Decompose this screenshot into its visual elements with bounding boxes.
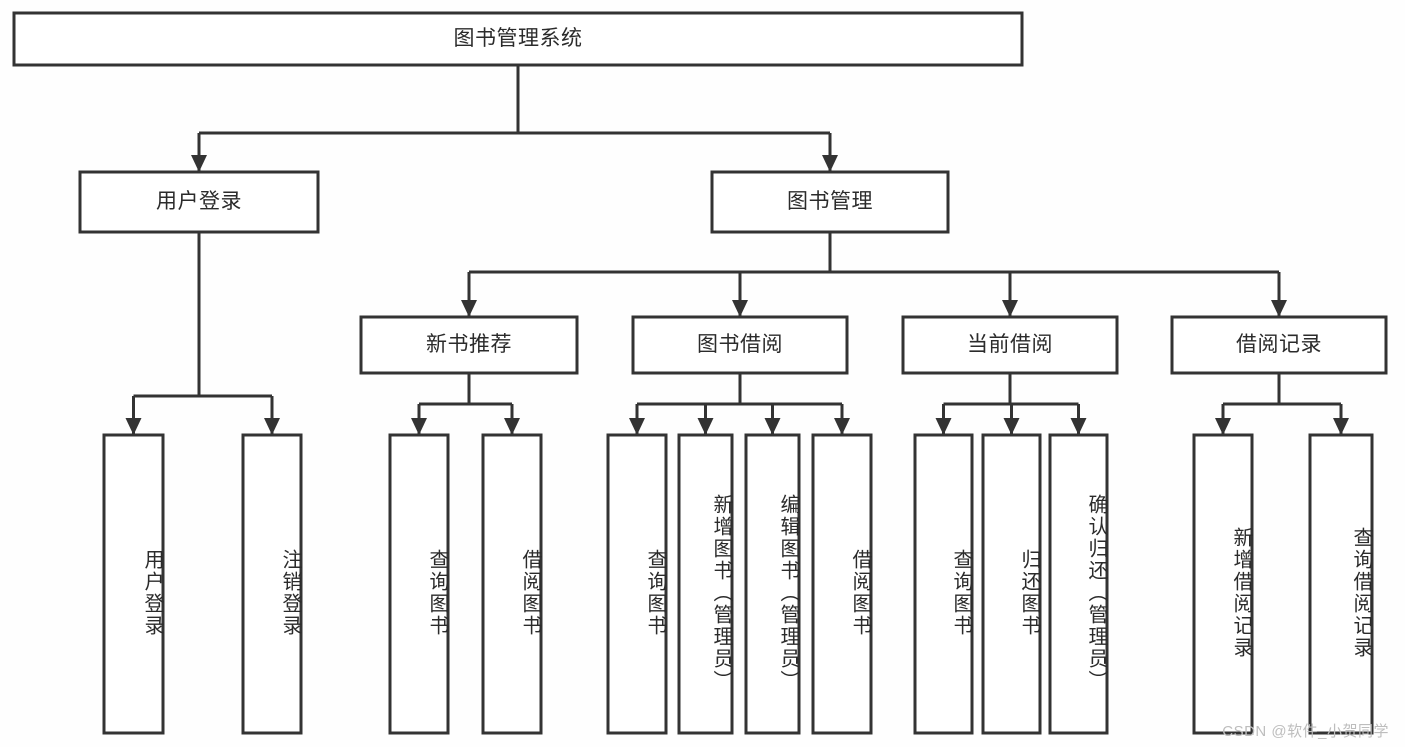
arrow-head-icon [629,418,645,435]
node-box-leaf-confirm-return[interactable] [1048,433,1109,735]
arrow-head-icon [1070,418,1087,435]
node-box-root[interactable] [12,11,1024,67]
node-leaf-confirm-return[interactable] [1050,435,1107,733]
node-leaf-return-book[interactable] [983,435,1040,733]
node-box-borrow-record[interactable] [1170,315,1388,375]
arrow-head-icon [764,418,781,435]
node-user-login[interactable] [80,172,318,232]
node-root[interactable] [14,13,1022,65]
node-box-leaf-query-book-rec[interactable] [388,433,450,735]
arrow-head-icon [1215,418,1231,435]
node-leaf-user-login[interactable] [104,435,163,733]
arrow-head-icon [697,418,714,435]
arrow-head-icon [461,300,477,317]
node-box-leaf-query-book-borrow[interactable] [606,433,668,735]
arrow-head-icon [1271,300,1287,317]
arrow-head-icon [732,300,748,317]
node-new-book-rec[interactable] [361,317,577,373]
node-box-leaf-borrow-book-rec[interactable] [481,433,543,735]
node-leaf-borrow-book-rec[interactable] [483,435,541,733]
arrow-head-icon [191,155,207,172]
arrow-head-icon [264,418,280,435]
node-leaf-user-logout[interactable] [243,435,301,733]
arrow-head-icon [935,418,952,435]
arrow-head-icon [125,418,142,435]
node-box-leaf-add-record[interactable] [1192,433,1254,735]
node-box-leaf-query-record[interactable] [1308,433,1374,735]
node-box-book-manage[interactable] [710,170,950,234]
node-box-leaf-user-login[interactable] [102,433,165,735]
arrow-head-icon [411,418,427,435]
node-leaf-query-record[interactable] [1310,435,1372,733]
node-book-manage[interactable] [712,172,948,232]
node-box-leaf-borrow-book[interactable] [811,433,873,735]
node-box-new-book-rec[interactable] [359,315,579,375]
arrow-head-icon [834,418,850,435]
node-current-borrow[interactable] [903,317,1117,373]
node-box-leaf-return-book[interactable] [981,433,1042,735]
node-box-user-login[interactable] [78,170,320,234]
node-borrow-record[interactable] [1172,317,1386,373]
node-leaf-borrow-book[interactable] [813,435,871,733]
arrow-head-icon [504,418,520,435]
node-leaf-edit-book[interactable] [746,435,799,733]
watermark: CSDN @软件_小贺同学 [1222,723,1389,740]
node-book-borrow[interactable] [633,317,847,373]
node-box-book-borrow[interactable] [631,315,849,375]
node-leaf-query-book-borrow[interactable] [608,435,666,733]
node-box-current-borrow[interactable] [901,315,1119,375]
node-leaf-query-book-rec[interactable] [390,435,448,733]
node-leaf-add-book[interactable] [679,435,732,733]
boxes-layer [12,11,1388,735]
node-box-leaf-user-logout[interactable] [241,433,303,735]
node-box-leaf-query-book-cur[interactable] [913,433,974,735]
arrow-head-icon [1333,418,1349,435]
node-box-leaf-edit-book[interactable] [744,433,801,735]
node-leaf-query-book-cur[interactable] [915,435,972,733]
connectors-layer [125,65,1349,435]
node-box-leaf-add-book[interactable] [677,433,734,735]
arrow-head-icon [822,155,838,172]
arrow-head-icon [1003,418,1020,435]
node-leaf-add-record[interactable] [1194,435,1252,733]
arrow-head-icon [1002,300,1018,317]
